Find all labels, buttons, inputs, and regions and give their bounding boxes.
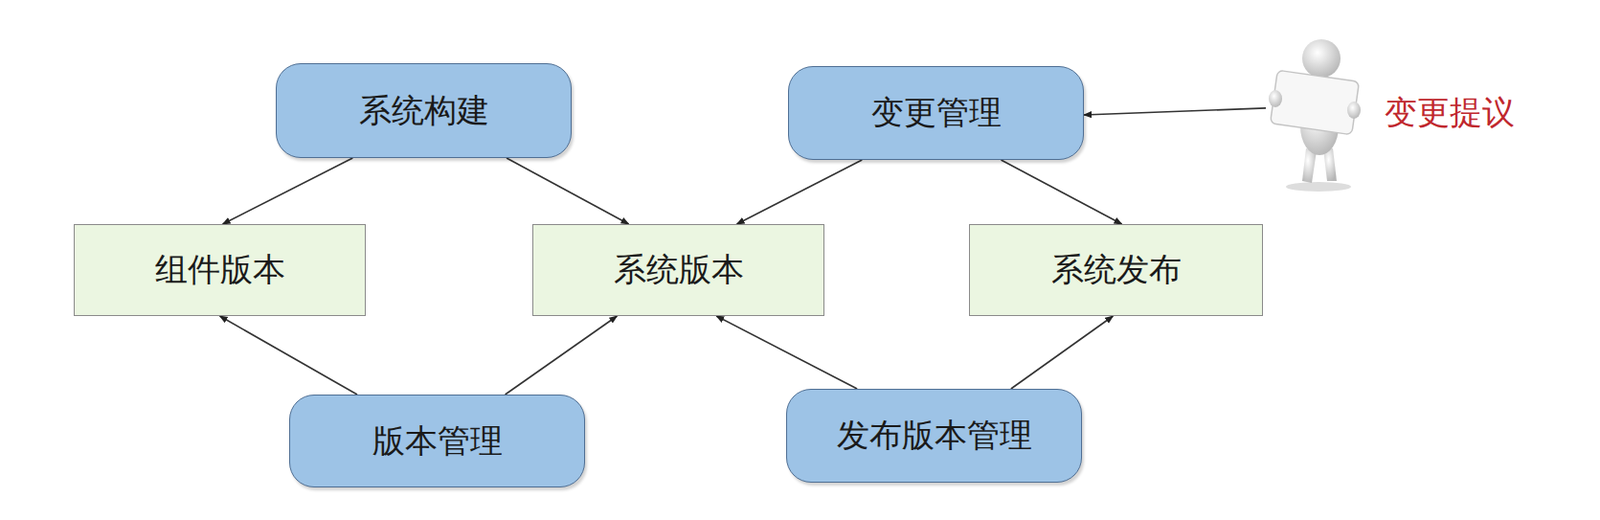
box-label: 系统构建 <box>359 89 490 134</box>
flow-arrow <box>737 159 863 225</box>
flow-arrow <box>1083 108 1266 115</box>
process-box: 版本管理 <box>289 394 586 488</box>
flow-arrow <box>220 315 359 395</box>
actor-figure: 变更提议 <box>1265 35 1554 194</box>
box-label: 系统发布 <box>1051 247 1182 293</box>
flow-arrow <box>716 315 857 389</box>
box-label: 版本管理 <box>372 419 503 464</box>
artifact-box: 系统发布 <box>969 224 1263 316</box>
flow-arrow <box>1011 315 1114 389</box>
flow-arrow <box>505 315 618 395</box>
box-label: 发布版本管理 <box>836 413 1033 458</box>
flow-arrow <box>1000 159 1122 225</box>
flow-arrow <box>223 157 354 225</box>
artifact-box: 组件版本 <box>73 224 366 316</box>
flow-arrow <box>506 157 630 225</box>
artifact-box: 系统版本 <box>532 224 825 316</box>
proposal-label: 变更提议 <box>1384 90 1515 136</box>
box-label: 组件版本 <box>155 247 286 293</box>
person-illustration <box>1265 35 1372 194</box>
process-box: 变更管理 <box>788 66 1084 160</box>
process-box: 系统构建 <box>275 63 572 158</box>
box-label: 变更管理 <box>871 90 1002 136</box>
process-box: 发布版本管理 <box>786 388 1082 483</box>
box-label: 系统版本 <box>613 247 744 293</box>
